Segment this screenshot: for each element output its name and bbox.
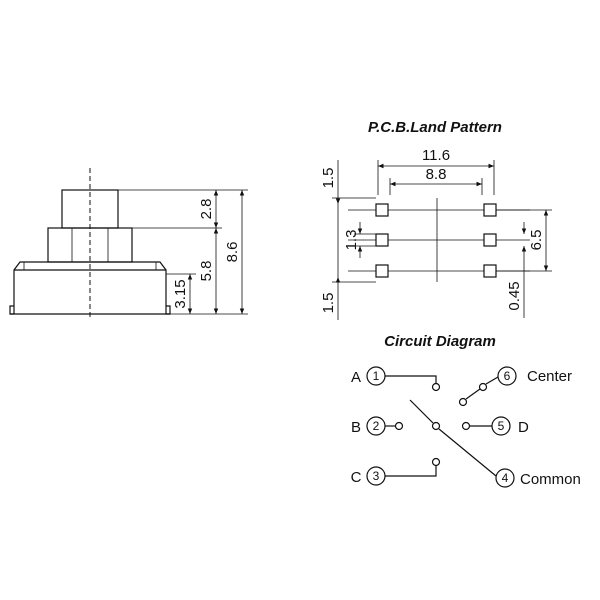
- terminal-3-num: 3: [373, 469, 380, 483]
- pad-3: [375, 264, 389, 278]
- dim-pad-width: 0.45: [506, 281, 523, 310]
- pad-5: [483, 233, 497, 247]
- dim-span: 6.5: [528, 230, 545, 251]
- dim-inner-width: 8.8: [426, 166, 447, 183]
- terminal-5-num: 5: [498, 419, 505, 433]
- terminal-d-label: D: [518, 419, 529, 436]
- dim-pitch: 1.3: [343, 230, 360, 251]
- center-contact: [431, 421, 441, 431]
- terminal-center-label: Center: [527, 368, 572, 385]
- land-pattern: P.C.B.Land Pattern 11.6 8.8 1.5 1.3: [320, 119, 552, 320]
- dim-outer-width: 11.6: [422, 147, 450, 164]
- circuit-diagram: Circuit Diagram A 1 B 2 C 3 6 Center: [351, 333, 581, 488]
- dim-total-height: 8.6: [224, 242, 241, 263]
- terminal-c-letter: C: [351, 469, 362, 486]
- terminal-common-label: Common: [520, 471, 581, 488]
- dim-mid-height: 5.8: [198, 261, 215, 282]
- pad-4: [483, 264, 497, 278]
- terminal-6-circle: [497, 366, 517, 386]
- side-view: 2.8 8.6 5.8 3.15: [9, 168, 248, 318]
- switch-lever: [409, 399, 434, 424]
- terminal-a-letter: A: [351, 369, 361, 386]
- circuit-title: Circuit Diagram: [384, 333, 496, 350]
- terminal-6-num: 6: [504, 369, 511, 383]
- terminal-b-letter: B: [351, 419, 361, 436]
- dim-top-height: 2.8: [198, 199, 215, 220]
- pad-2: [375, 233, 389, 247]
- terminal-4-num: 4: [502, 471, 509, 485]
- dim-pad-top: 1.5: [320, 168, 337, 189]
- dim-pad-bottom: 1.5: [320, 293, 337, 314]
- terminal-2-num: 2: [373, 419, 380, 433]
- terminal-1-num: 1: [373, 369, 380, 383]
- terminal-4-circle: [495, 468, 515, 488]
- pad-1: [375, 203, 389, 217]
- dim-base-height: 3.15: [172, 279, 189, 308]
- pad-6: [483, 203, 497, 217]
- base-plate: [13, 261, 167, 314]
- terminal-5-circle: [491, 416, 511, 436]
- land-pattern-title: P.C.B.Land Pattern: [368, 119, 502, 136]
